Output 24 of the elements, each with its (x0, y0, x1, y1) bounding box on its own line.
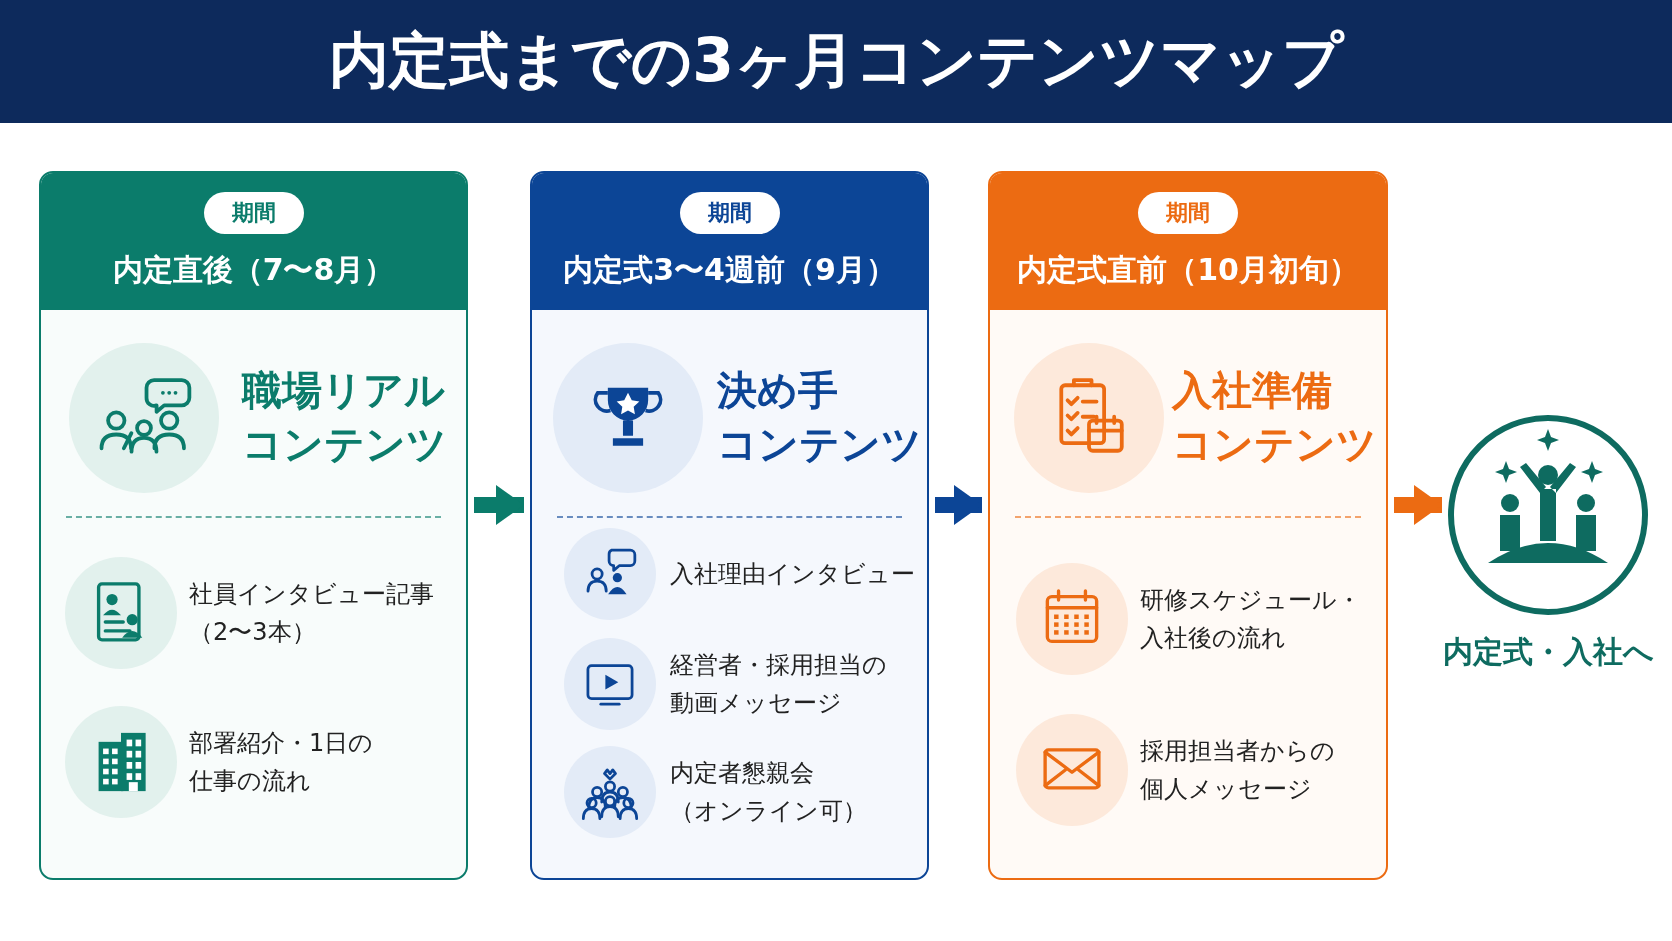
diagram-title: 内定式までの3ヶ月コンテンツマップ (329, 24, 1343, 97)
period-badge: 期間 (203, 192, 304, 234)
item-label: 経営者・採用担当の動画メッセージ (670, 650, 887, 719)
period-badge: 期間 (1138, 192, 1238, 234)
phase-panel (39, 171, 468, 880)
period-label: 内定直後（7〜8月） (112, 251, 395, 289)
phase-panel (530, 171, 929, 880)
arrow (474, 485, 524, 525)
item-label: 内定者懇親会（オンライン可） (670, 758, 867, 827)
category-title: 入社準備コンテンツ (1172, 366, 1377, 469)
period-label: 内定式直前（10月初旬） (1017, 251, 1359, 289)
period-badge: 期間 (679, 192, 780, 234)
arrow (1394, 485, 1442, 525)
period-label: 内定式3〜4週前（9月） (563, 251, 896, 289)
item-label: 研修スケジュール・入社後の流れ (1140, 585, 1361, 654)
item-label: 部署紹介・1日の仕事の流れ (189, 728, 374, 797)
goal-label: 内定式・入社へ (1442, 633, 1654, 671)
category-title: 職場リアルコンテンツ (242, 366, 447, 469)
item-label: 採用担当者からの個人メッセージ (1140, 736, 1335, 805)
item-label: 入社理由インタビュー (670, 559, 915, 590)
arrow (935, 485, 982, 525)
item-label: 社員インタビュー記事（2〜3本） (189, 579, 434, 648)
phase-panel (988, 171, 1388, 880)
category-title: 決め手コンテンツ (717, 366, 922, 469)
